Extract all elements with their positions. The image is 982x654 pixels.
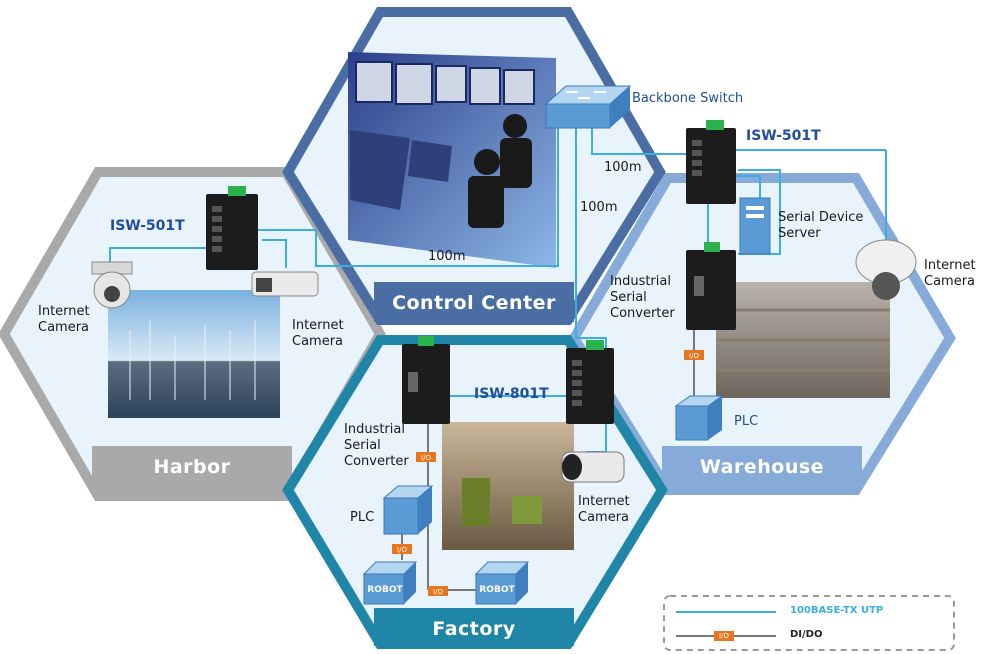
warehouse-title: Warehouse: [699, 456, 825, 478]
forklift-shape-2: [512, 496, 542, 524]
converter-warehouse-label: Industrial Serial Converter: [610, 274, 675, 321]
control-center-title: Control Center: [392, 292, 556, 314]
serial-device-server-label: Serial Device Server: [778, 210, 864, 241]
camera-warehouse-label: Internet Camera: [924, 258, 976, 289]
operators: [468, 114, 532, 228]
harbor-title-bar: [92, 446, 292, 494]
io-tag-labels: I/O I/O I/O I/O: [397, 352, 699, 596]
isw501t-harbor-label: ISW-501T: [110, 218, 185, 234]
distance-label-2: 100m: [580, 200, 618, 215]
serial-converter-warehouse-device: [686, 242, 736, 330]
camera-harbor-right-icon: [251, 271, 319, 297]
robot-1-label: ROBOT: [367, 585, 403, 595]
legend-dido-label: DI/DO: [790, 629, 823, 640]
distance-label-1: 100m: [604, 160, 642, 175]
camera-factory-label: Internet Camera: [578, 494, 630, 525]
control-center-title-bar: [374, 282, 574, 322]
isw801t-device: [566, 340, 614, 424]
io-tag-label: I/O: [421, 454, 431, 462]
backbone-switch-icon: [544, 85, 632, 129]
factory-title-bar: [374, 608, 574, 646]
io-tag-label: I/O: [689, 352, 699, 360]
isw501t-harbor-device: [206, 186, 258, 270]
robot-1-icon: [362, 561, 418, 605]
utp-links: [109, 122, 887, 453]
harbor-title: Harbor: [153, 456, 231, 478]
io-tag-label: I/O: [433, 588, 443, 596]
converter-factory-label: Industrial Serial Converter: [344, 422, 409, 469]
legend-utp-label: 100BASE-TX UTP: [790, 605, 884, 616]
legend-box: [663, 595, 955, 651]
plc-warehouse-icon: [674, 395, 724, 441]
warehouse-title-bar: [662, 446, 862, 488]
robot-2-icon: [474, 561, 530, 605]
plc-factory-icon: [382, 485, 434, 535]
forklift-shape: [462, 478, 490, 526]
camera-factory-icon: [561, 451, 625, 483]
distance-label-3: 100m: [428, 249, 466, 264]
control-desk: [350, 130, 452, 210]
plc-factory-label: PLC: [350, 510, 375, 525]
factory-photo: [442, 422, 574, 550]
isw801t-label: ISW-801T: [474, 386, 549, 402]
camera-harbor-left-label: Internet Camera: [38, 304, 90, 335]
camera-harbor-right-label: Internet Camera: [292, 318, 344, 349]
camera-harbor-left-icon: [91, 261, 133, 309]
legend-io-tag-label: I/O: [719, 632, 729, 640]
isw501t-warehouse-label: ISW-501T: [746, 128, 821, 144]
robot-2-label: ROBOT: [479, 585, 515, 595]
video-wall: [355, 61, 535, 105]
plc-warehouse-label: PLC: [734, 414, 759, 429]
isw501t-warehouse-device: [686, 120, 736, 204]
backbone-switch-label: Backbone Switch: [632, 91, 744, 106]
serial-device-server-device: [739, 197, 771, 255]
io-tags: [392, 350, 704, 596]
io-tag-label: I/O: [397, 546, 407, 554]
warehouse-shelves: [716, 308, 890, 372]
harbor-photo: [108, 290, 280, 418]
legend-io-tag: [714, 631, 734, 641]
factory-title: Factory: [432, 618, 516, 640]
harbor-boat-masts: [129, 320, 256, 400]
serial-converter-factory-device: [402, 336, 450, 424]
camera-warehouse-icon: [855, 239, 917, 300]
